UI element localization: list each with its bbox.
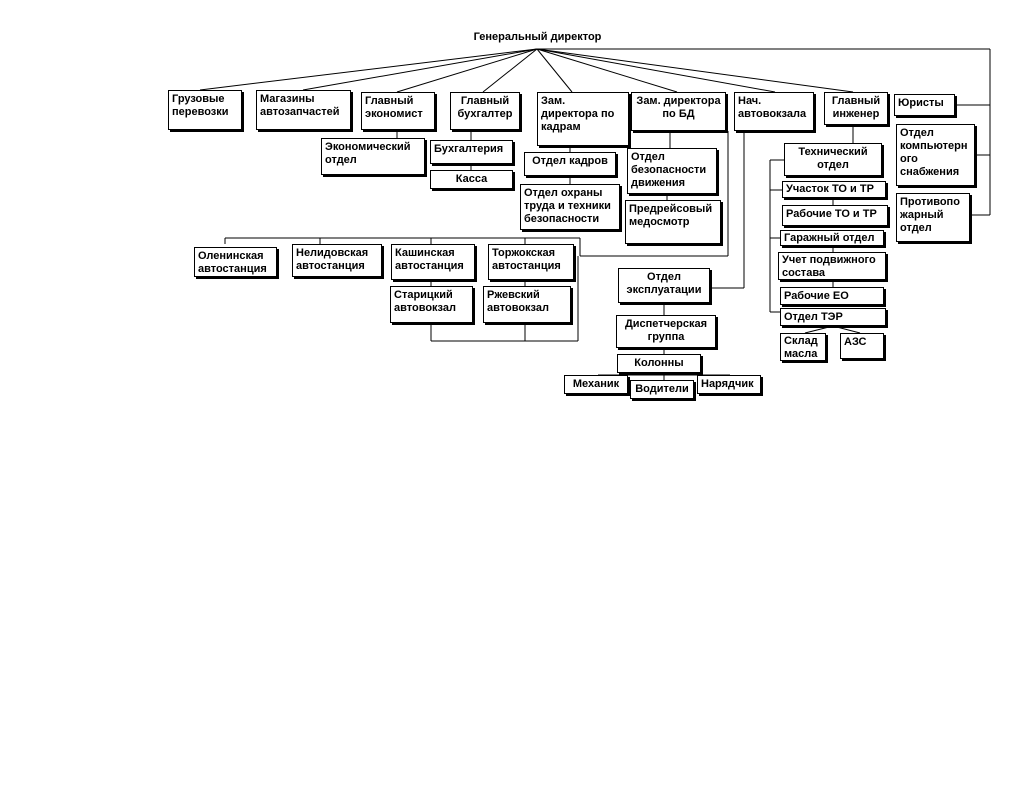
node-rab-to: Рабочие ТО и ТР bbox=[782, 205, 888, 226]
node-zam-kadry: Зам. директора по кадрам bbox=[537, 92, 629, 146]
node-olen: Оленинская автостанция bbox=[194, 247, 277, 277]
node-starits: Старицкий автовокзал bbox=[390, 286, 473, 323]
general-director: Генеральный директор bbox=[473, 31, 602, 43]
node-zam-bd: Зам. директора по БД bbox=[631, 92, 726, 131]
node-azs: АЗС bbox=[840, 333, 884, 359]
node-glav-econ: Главный экономист bbox=[361, 92, 435, 130]
node-glav-inzh: Главный инженер bbox=[824, 92, 888, 125]
node-gruz: Грузовые перевозки bbox=[168, 90, 242, 130]
node-otd-bezop: Отдел безопасности движения bbox=[627, 148, 717, 194]
node-garazh: Гаражный отдел bbox=[780, 230, 884, 246]
node-otd-ter: Отдел ТЭР bbox=[780, 308, 886, 326]
node-otd-ekspl: Отдел эксплуатации bbox=[618, 268, 710, 303]
node-disp: Диспетчерская группа bbox=[616, 315, 716, 348]
node-sklad: Склад масла bbox=[780, 333, 826, 361]
node-otd-kadrov: Отдел кадров bbox=[524, 152, 616, 176]
node-econ-otd: Экономический отдел bbox=[321, 138, 425, 175]
node-otd-komp: Отдел компьютерн ого снабжения bbox=[896, 124, 975, 186]
node-kassa: Касса bbox=[430, 170, 513, 189]
node-otd-ohrany: Отдел охраны труда и техники безопасност… bbox=[520, 184, 620, 230]
node-kash: Кашинская автостанция bbox=[391, 244, 475, 280]
node-kolonny: Колонны bbox=[617, 354, 701, 373]
node-glav-buh: Главный бухгалтер bbox=[450, 92, 520, 130]
node-buhgalt: Бухгалтерия bbox=[430, 140, 513, 164]
node-rzhev: Ржевский автовокзал bbox=[483, 286, 571, 323]
node-uchet: Учет подвижного состава bbox=[778, 252, 886, 280]
node-predreis: Предрейсовый медосмотр bbox=[625, 200, 721, 244]
node-naryad: Нарядчик bbox=[697, 375, 761, 394]
node-nach-avto: Нач. автовокзала bbox=[734, 92, 814, 131]
node-protivo: Противопо жарный отдел bbox=[896, 193, 970, 242]
node-magaz: Магазины автозапчастей bbox=[256, 90, 351, 130]
node-voditeli: Водители bbox=[630, 380, 694, 399]
node-rab-eo: Рабочие ЕО bbox=[780, 287, 884, 305]
node-nelid: Нелидовская автостанция bbox=[292, 244, 382, 277]
node-torzh: Торжокская автостанция bbox=[488, 244, 574, 280]
node-uch-to: Участок ТО и ТР bbox=[782, 181, 886, 198]
node-tehn-otd: Технический отдел bbox=[784, 143, 882, 176]
node-yuristy: Юристы bbox=[894, 94, 955, 116]
node-mehanik: Механик bbox=[564, 375, 628, 394]
